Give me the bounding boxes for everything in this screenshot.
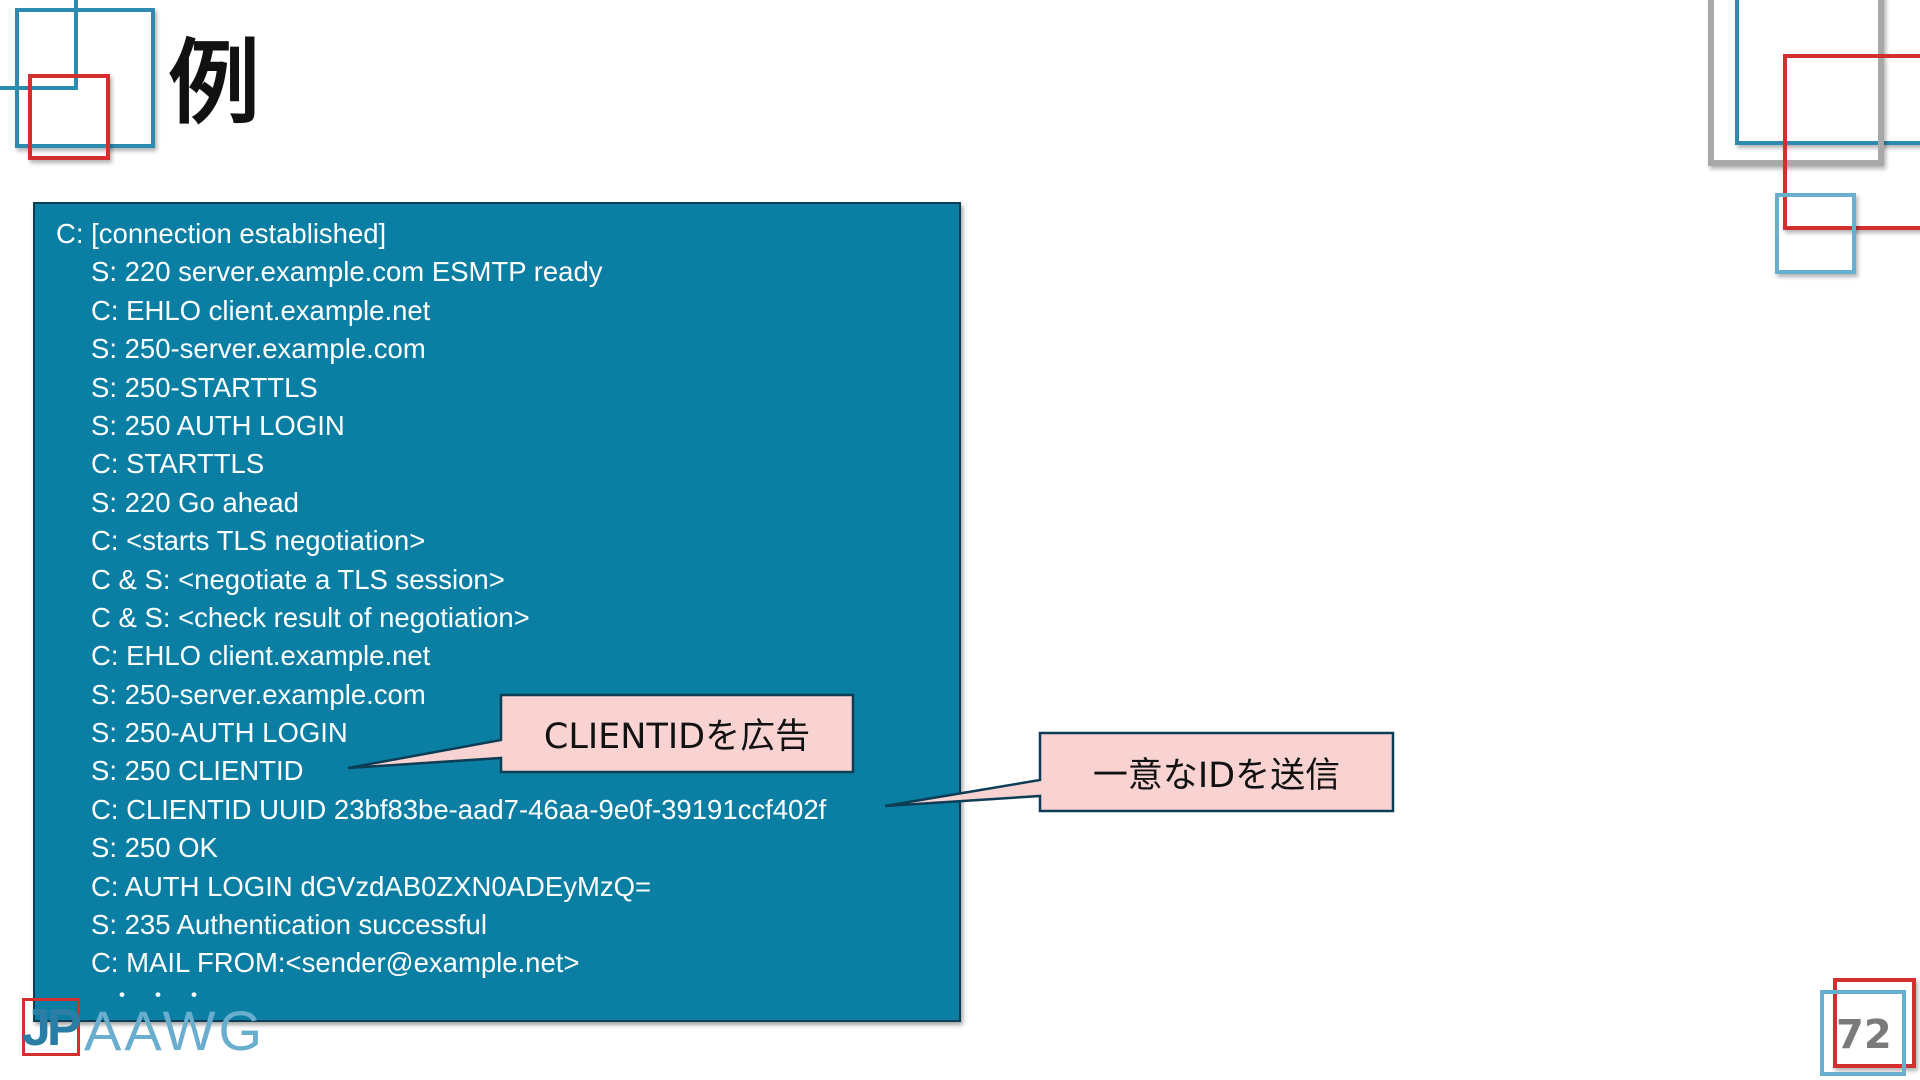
page-number-square-blue	[1820, 990, 1906, 1076]
transcript-line: S: 235 Authentication successful	[91, 909, 487, 941]
transcript-line: C: [connection established]	[56, 218, 387, 249]
callout-advertise-label: CLIENTIDを広告	[543, 717, 811, 757]
transcript-line: S: 250 OK	[91, 832, 218, 864]
transcript-line: C & S: <negotiate a TLS session>	[91, 563, 505, 595]
transcript-line: C: EHLO client.example.net	[91, 294, 431, 326]
logo-suffix: AAWG	[84, 999, 266, 1062]
decor-square-gray-top-right	[1708, 0, 1884, 166]
transcript-line: S: 250 AUTH LOGIN	[91, 409, 345, 441]
transcript-line: C: AUTH LOGIN dGVzdAB0ZXN0ADEyMzQ=	[91, 870, 652, 902]
callout-advertise-shape	[347, 693, 855, 774]
transcript-line: C: EHLO client.example.net	[91, 640, 431, 672]
transcript-line: S: 250-AUTH LOGIN	[91, 717, 348, 749]
page-number: 72	[1836, 1012, 1892, 1058]
page-number-square-red	[1833, 978, 1916, 1068]
transcript-line: S: 220 server.example.com ESMTP ready	[91, 256, 603, 288]
decor-square-blue-small-top-left	[0, 0, 78, 90]
decor-square-red-top-left	[28, 74, 110, 160]
transcript-line: C: <starts TLS negotiation>	[91, 525, 426, 557]
smtp-transcript-box: C: [connection established] S: 220 server…	[33, 202, 961, 1022]
slide-title: 例	[168, 30, 261, 137]
transcript-line: S: 250-server.example.com	[91, 333, 426, 365]
transcript-line: S: 250-STARTTLS	[91, 371, 318, 403]
transcript-line: C: MAIL FROM:<sender@example.net>	[91, 947, 580, 979]
logo-red-square	[22, 998, 80, 1056]
smtp-transcript-lines: C: [connection established] S: 220 server…	[56, 215, 826, 1013]
decor-square-blue-top-left	[15, 8, 155, 148]
transcript-line: C: CLIENTID UUID 23bf83be-aad7-46aa-9e0f…	[91, 793, 827, 825]
transcript-line: C: STARTTLS	[91, 448, 265, 480]
callout-send-id-label: 一意なIDを送信	[1092, 755, 1341, 796]
transcript-line: S: 250 CLIENTID	[91, 755, 304, 787]
decor-square-red-top-right	[1783, 54, 1920, 230]
transcript-line: S: 220 Go ahead	[91, 486, 299, 518]
logo-prefix: JP	[22, 999, 82, 1057]
transcript-line: C & S: <check result of negotiation>	[91, 601, 530, 633]
decor-square-blue-top-right	[1735, 0, 1920, 145]
transcript-line: S: 250-server.example.com	[91, 678, 426, 710]
callout-send-id-shape	[884, 731, 1395, 813]
decor-square-blue-small-top-right	[1775, 193, 1856, 274]
transcript-ellipsis: ・・・	[111, 982, 220, 1008]
